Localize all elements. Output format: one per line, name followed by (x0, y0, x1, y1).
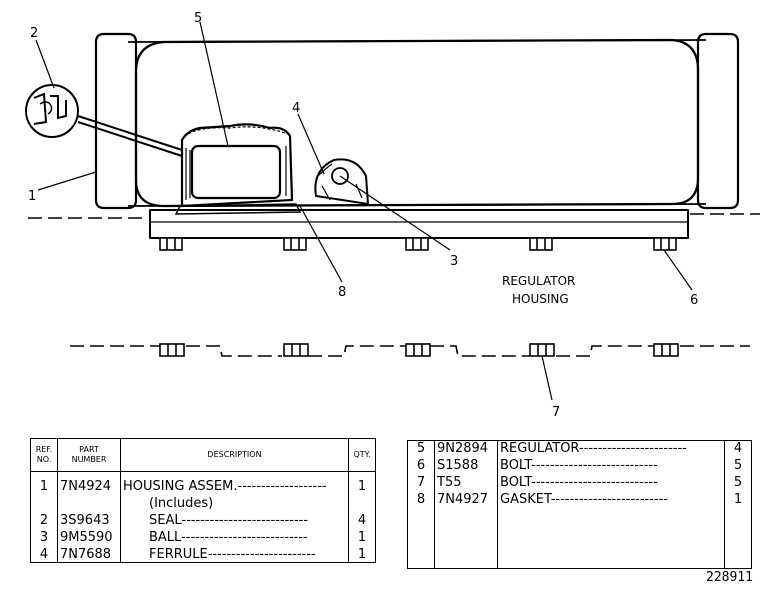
centerline-lower (70, 345, 750, 357)
bolt-head-lower (405, 343, 431, 357)
table-row: 2 3S9643 SEAL---------------------------… (30, 512, 376, 529)
regulator-cutaway (174, 123, 302, 215)
centerline-upper (28, 213, 760, 219)
callout-1: 1 (28, 189, 36, 204)
seal-detail-view (25, 84, 183, 157)
callout-2: 2 (30, 26, 38, 41)
exploded-parts-diagram: 1 2 3 4 5 6 7 8 REGULATOR HOUSING (25, 11, 760, 420)
ball-ferrule-cutaway (314, 158, 370, 206)
bolt-head-upper (529, 237, 553, 251)
callout-7: 7 (552, 405, 560, 420)
bolt-head-lower (159, 343, 185, 357)
callout-6: 6 (690, 293, 698, 308)
callout-5: 5 (194, 11, 202, 26)
table-row: 7 T55 BOLT--------------------------- 5 (407, 475, 752, 492)
bolt-head-upper (405, 237, 429, 251)
figure-number: 228911 (706, 570, 753, 585)
bolt-head-upper (159, 237, 183, 251)
callout-3: 3 (450, 254, 458, 269)
header-qty: QTY. (348, 438, 376, 472)
table-row: 4 7N7688 FERRULE----------------------- … (30, 546, 376, 563)
table-filler (407, 509, 752, 569)
header-ref-no: REF.NO. (30, 438, 58, 472)
table-row: 1 7N4924 HOUSING ASSEM.-----------------… (30, 471, 376, 495)
bolt-head-upper (283, 237, 307, 251)
leader-7 (541, 355, 553, 401)
leader-1 (37, 171, 97, 191)
bolt-head-lower (529, 343, 555, 357)
leader-6 (663, 249, 693, 291)
housing-right-post (696, 32, 740, 210)
table-row: 8 7N4927 GASKET-------------------------… (407, 492, 752, 509)
table-row: 6 S1588 BOLT--------------------------- … (407, 458, 752, 475)
regulator-housing-label-line1: REGULATOR (502, 274, 575, 288)
housing-left-post (94, 32, 138, 210)
leader-8 (299, 205, 343, 283)
bolt-head-lower (653, 343, 679, 357)
leader-3 (339, 175, 451, 251)
leader-5 (199, 21, 229, 147)
leader-2 (35, 39, 55, 89)
regulator-housing-label-line2: HOUSING (512, 292, 569, 306)
bolt-head-lower (283, 343, 309, 357)
header-description: DESCRIPTION (120, 438, 349, 472)
leader-4 (297, 113, 325, 175)
callout-4: 4 (292, 101, 300, 116)
parts-table-right: 5 9N2894 REGULATOR----------------------… (407, 440, 752, 569)
bolt-head-upper (653, 237, 677, 251)
housing-flange (149, 209, 689, 239)
table-row: (Includes) (30, 495, 376, 512)
callout-8: 8 (338, 285, 346, 300)
table-row: 3 9M5590 BALL---------------------------… (30, 529, 376, 546)
table-row: 5 9N2894 REGULATOR----------------------… (407, 440, 752, 458)
regulator-housing-body (134, 38, 700, 208)
